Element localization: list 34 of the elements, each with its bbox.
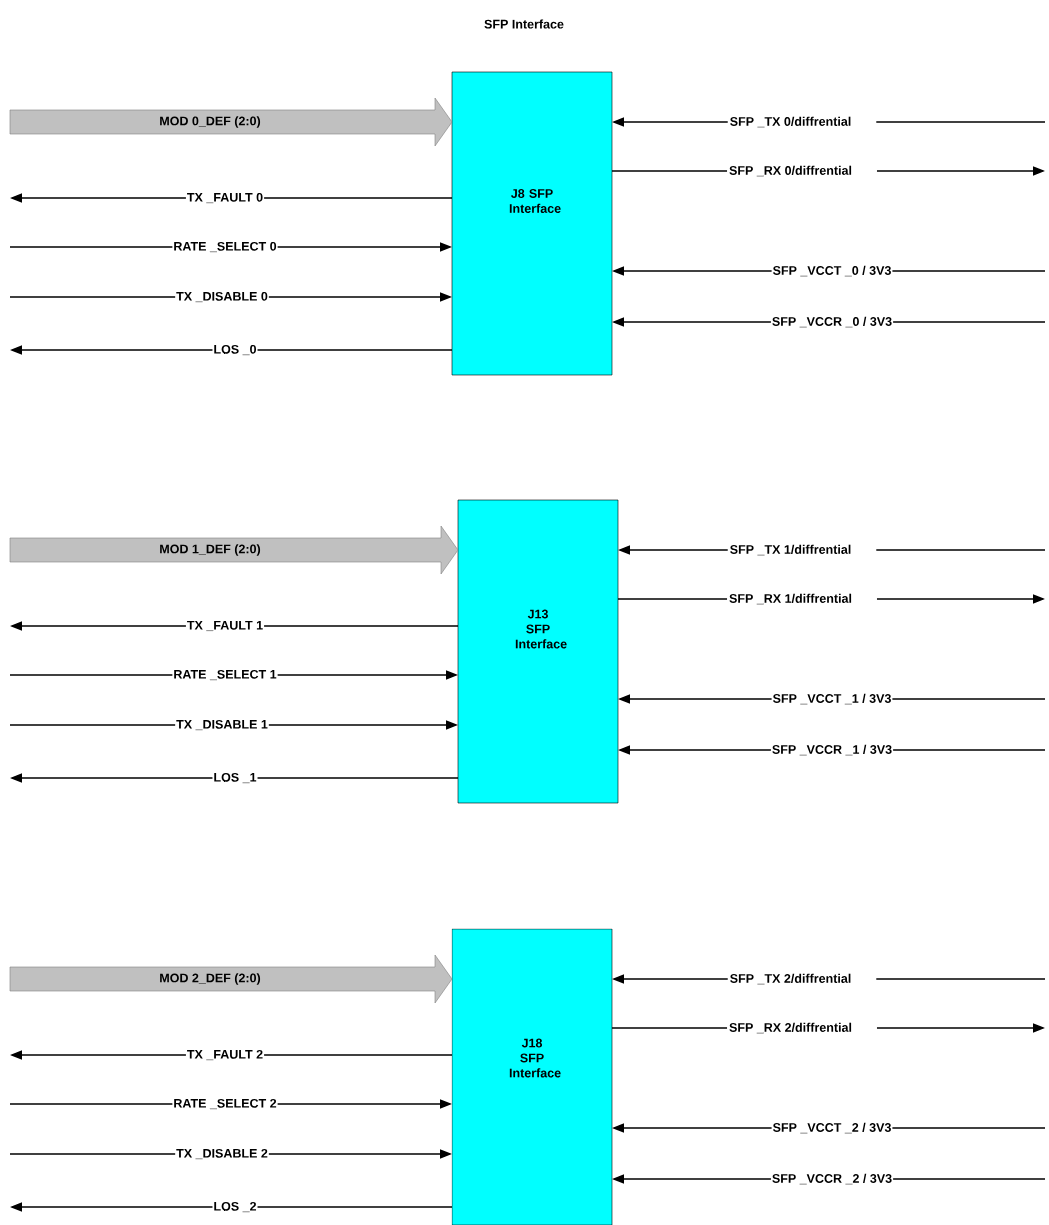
- signal-label: SFP _VCCR _1 / 3V3: [772, 744, 892, 756]
- signal-label: SFP _VCCT _2 / 3V3: [772, 1122, 891, 1134]
- signal-label: TX _FAULT 2: [187, 1049, 263, 1061]
- signal-label: LOS _2: [214, 1201, 257, 1213]
- signal-label: MOD 0_DEF (2:0): [160, 116, 261, 128]
- block-arrow: [9, 97, 453, 147]
- interface-box: J18 SFP Interface: [451, 928, 613, 1225]
- interface-box: J13 SFP Interface: [457, 499, 619, 804]
- signal-label: LOS _1: [214, 772, 257, 784]
- signal-label: TX _DISABLE 2: [176, 1148, 268, 1160]
- signal-label: SFP _TX 1/diffrential: [730, 544, 851, 556]
- signal-label: SFP _RX 2/diffrential: [729, 1022, 852, 1034]
- signal-label: SFP _VCCT _0 / 3V3: [772, 265, 891, 277]
- signal-label: MOD 2_DEF (2:0): [160, 973, 261, 985]
- title: SFP Interface: [484, 19, 564, 29]
- signal-label: TX _DISABLE 1: [176, 719, 268, 731]
- signal-label: RATE _SELECT 2: [174, 1098, 277, 1110]
- signal-label: SFP _VCCR _0 / 3V3: [772, 316, 892, 328]
- signal-label: SFP _TX 0/diffrential: [730, 116, 851, 128]
- signal-label: LOS _0: [214, 344, 257, 356]
- block-arrow: [9, 525, 459, 575]
- signal-label: SFP _VCCT _1 / 3V3: [772, 693, 891, 705]
- signal-label: RATE _SELECT 1: [174, 669, 277, 681]
- interface-box: J8 SFP Interface: [451, 71, 613, 376]
- signal-label: SFP _RX 0/diffrential: [729, 165, 852, 177]
- signal-label: SFP _RX 1/diffrential: [729, 593, 852, 605]
- signal-label: TX _FAULT 0: [187, 192, 263, 204]
- signal-label: TX _FAULT 1: [187, 620, 263, 632]
- block-arrow: [9, 954, 453, 1004]
- signal-label: SFP _TX 2/diffrential: [730, 973, 851, 985]
- signal-label: TX _DISABLE 0: [176, 291, 268, 303]
- signal-label: MOD 1_DEF (2:0): [160, 544, 261, 556]
- signal-label: RATE _SELECT 0: [174, 241, 277, 253]
- signal-label: SFP _VCCR _2 / 3V3: [772, 1173, 892, 1185]
